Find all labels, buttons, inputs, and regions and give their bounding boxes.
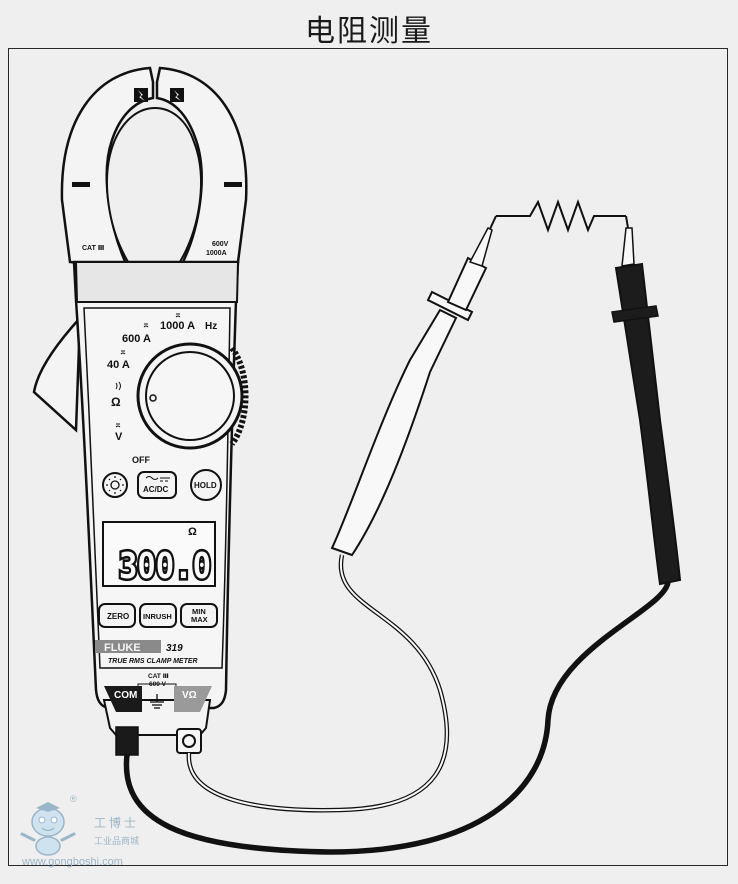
display-unit: Ω bbox=[188, 526, 197, 538]
vohm-terminal[interactable] bbox=[174, 686, 212, 712]
dial-pos-40a: 40 A bbox=[107, 359, 130, 371]
meter-subtitle: TRUE RMS CLAMP METER bbox=[108, 658, 198, 665]
jaw-rating-a: 1000A bbox=[206, 250, 227, 257]
jaw-mark-right bbox=[224, 182, 242, 187]
white-lead bbox=[187, 554, 448, 812]
black-lead bbox=[123, 581, 671, 855]
ground-icon bbox=[150, 694, 164, 709]
acdc-button[interactable]: AC/DC bbox=[137, 471, 177, 499]
brand-plate: FLUKE 319 TRUE RMS CLAMP METER bbox=[95, 640, 198, 665]
watermark-sub: 工业品商城 bbox=[94, 837, 140, 847]
inrush-label: INRUSH bbox=[143, 612, 172, 621]
backlight-button[interactable] bbox=[102, 472, 128, 498]
minmax-label-2: MAX bbox=[191, 615, 208, 624]
model-number: 319 bbox=[166, 643, 183, 654]
jaw-rating-v: 600V bbox=[212, 241, 229, 248]
lcd-display: Ω 300.0 300.0 bbox=[102, 521, 216, 590]
display-reading: 300.0 bbox=[119, 546, 211, 587]
dial-pos-hz: Hz bbox=[205, 321, 217, 332]
page-title: 电阻测量 bbox=[305, 14, 433, 49]
dial-pos-600a: 600 A bbox=[122, 333, 151, 345]
jaw-mark-left bbox=[72, 182, 90, 187]
dial-pos-v: V bbox=[115, 431, 123, 443]
zero-button[interactable]: ZERO bbox=[98, 603, 136, 628]
sun-icon bbox=[110, 480, 120, 490]
rotary-dial[interactable] bbox=[136, 342, 249, 450]
hazard-icon-left bbox=[134, 88, 148, 102]
clamp-jaws: CAT Ⅲ 600V 1000A bbox=[60, 66, 248, 270]
white-probe bbox=[330, 215, 497, 557]
hold-button[interactable]: HOLD bbox=[190, 469, 222, 501]
watermark-brand: 工博士 bbox=[94, 816, 140, 830]
com-terminal[interactable] bbox=[104, 686, 142, 712]
hold-label: HOLD bbox=[194, 481, 217, 490]
terminal-area: CAT Ⅲ 600 V COM VΩ bbox=[104, 673, 212, 712]
hazard-icon-right bbox=[170, 88, 184, 102]
watermark: ® 工博士 工业品商城 www.gongboshi.com bbox=[14, 794, 194, 874]
inrush-button[interactable]: INRUSH bbox=[139, 603, 177, 628]
acdc-marks bbox=[115, 313, 181, 428]
dial-pos-1000a: 1000 A bbox=[160, 320, 195, 332]
watermark-registered: ® bbox=[70, 794, 77, 804]
dial-pos-off: OFF bbox=[132, 455, 150, 465]
black-probe bbox=[611, 215, 682, 586]
black-plug bbox=[115, 726, 139, 756]
brand-logo: FLUKE bbox=[104, 642, 141, 654]
zero-label: ZERO bbox=[107, 612, 129, 621]
dial-pointer bbox=[149, 394, 157, 402]
resistor bbox=[496, 199, 626, 233]
vohm-label: VΩ bbox=[182, 690, 197, 701]
dial-pos-ohm: Ω bbox=[111, 395, 121, 409]
minmax-label-1: MIN bbox=[192, 607, 206, 616]
acdc-label: AC/DC bbox=[143, 485, 169, 494]
mascot-logo bbox=[20, 802, 76, 856]
terminal-cat: CAT Ⅲ bbox=[148, 673, 169, 680]
jaw-trigger[interactable] bbox=[32, 314, 82, 433]
com-label: COM bbox=[114, 690, 137, 701]
display-reading-outline: 300.0 bbox=[119, 546, 211, 587]
jaw-cat-label: CAT Ⅲ bbox=[82, 245, 104, 252]
watermark-url: www.gongboshi.com bbox=[22, 856, 123, 868]
red-plug bbox=[176, 728, 202, 754]
minmax-button[interactable]: MIN MAX bbox=[180, 603, 218, 628]
